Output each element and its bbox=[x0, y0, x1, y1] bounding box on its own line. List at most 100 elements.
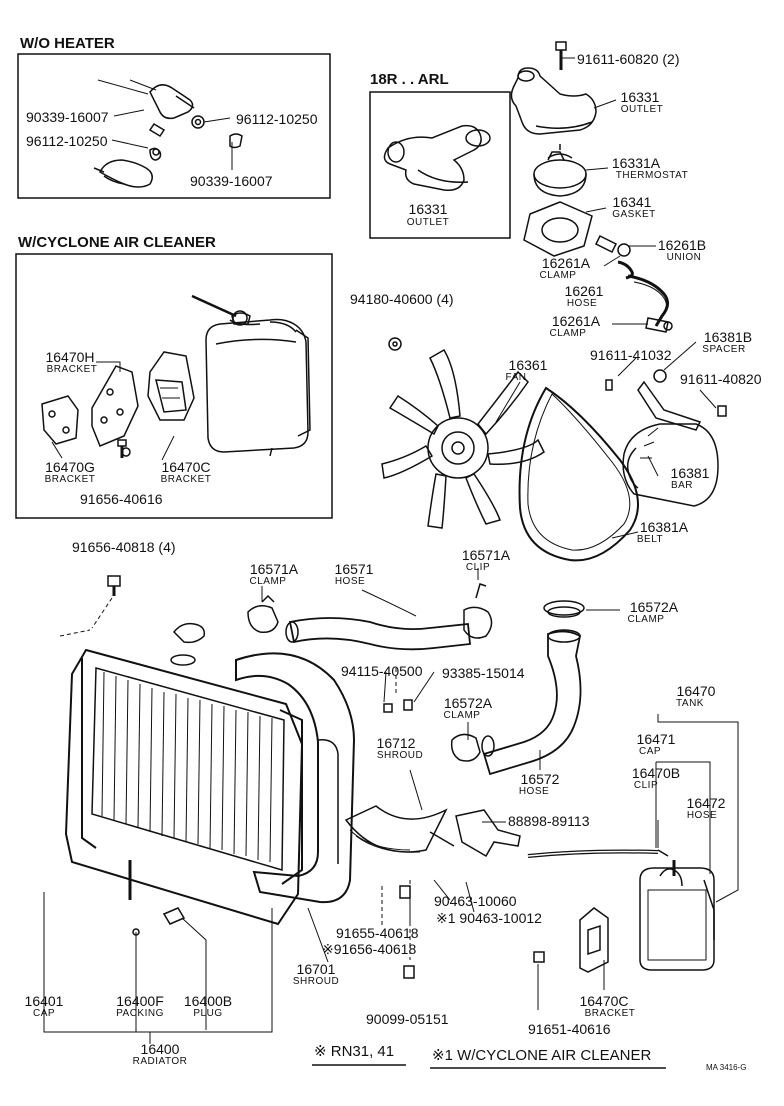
part-16400B-no: 16400B bbox=[183, 993, 233, 1009]
part-16400F-no: 16400F bbox=[116, 993, 164, 1009]
note-cyclone: ※1 W/CYCLONE AIR CLEANER bbox=[432, 1047, 652, 1064]
part-90463-b: ※1 90463-10012 bbox=[436, 910, 542, 926]
part-91611-60820: 91611-60820 (2) bbox=[577, 51, 680, 67]
part-16261A-bot-no: 16261A bbox=[551, 313, 601, 329]
part-91656-40618: ※91656-40618 bbox=[322, 941, 417, 957]
note-rn: ※ RN31, 41 bbox=[314, 1043, 395, 1060]
part-16381B-name: SPACER bbox=[702, 344, 746, 355]
part-90339-b: 90339-16007 bbox=[190, 173, 273, 189]
part-16381A-name: BELT bbox=[636, 534, 664, 545]
part-16471-name: CAP bbox=[638, 746, 662, 757]
part-16361-name: FAN bbox=[505, 372, 527, 383]
part-16381B-no: 16381B bbox=[703, 329, 753, 345]
part-16361-no: 16361 bbox=[508, 357, 548, 373]
part-16701-name: SHROUD bbox=[292, 976, 340, 987]
part-16400-name: RADIATOR bbox=[132, 1056, 188, 1067]
heading-cyclone: W/CYCLONE AIR CLEANER bbox=[18, 234, 216, 251]
part-16470H-no: 16470H bbox=[45, 349, 95, 365]
part-16472-no: 16472 bbox=[686, 795, 726, 811]
part-16341-no: 16341 bbox=[612, 194, 652, 210]
fan bbox=[381, 337, 545, 529]
part-16572A-top-no: 16572A bbox=[629, 599, 679, 615]
part-91656-40616: 91656-40616 bbox=[80, 491, 163, 507]
part-16381-no: 16381 bbox=[670, 465, 710, 481]
part-16470C-top-name: BRACKET bbox=[160, 474, 212, 485]
part-16261B-no: 16261B bbox=[657, 237, 707, 253]
part-16381A-no: 16381A bbox=[639, 519, 689, 535]
wo-heater-box bbox=[17, 53, 331, 199]
part-91611-40820: 91611-40820 bbox=[680, 371, 762, 387]
part-16712-no: 16712 bbox=[376, 735, 416, 751]
part-16261A-top-no: 16261A bbox=[541, 255, 591, 271]
part-16571-no: 16571 bbox=[334, 561, 374, 577]
heading-wo-heater: W/O HEATER bbox=[20, 35, 115, 52]
part-16331A-no: 16331A bbox=[611, 155, 661, 171]
shroud bbox=[235, 652, 448, 904]
part-16470G-name: BRACKET bbox=[44, 474, 96, 485]
part-90339-a: 90339-16007 bbox=[26, 109, 109, 125]
radiator bbox=[59, 622, 304, 936]
part-16571A-clip-no: 16571A bbox=[461, 547, 511, 563]
part-16331-name: OUTLET bbox=[620, 104, 664, 115]
wo-heater-parts bbox=[93, 79, 243, 188]
part-16572A-top-name: CLAMP bbox=[627, 614, 665, 625]
bar-alternator bbox=[605, 369, 727, 507]
part-16470C-top-no: 16470C bbox=[161, 459, 211, 475]
part-96112-b: 96112-10250 bbox=[26, 133, 108, 149]
part-94115: 94115-40500 bbox=[341, 663, 423, 679]
part-94180: 94180-40600 (4) bbox=[350, 291, 454, 307]
part-16470C-bot-no: 16470C bbox=[579, 993, 629, 1009]
part-16261-name: HOSE bbox=[566, 298, 598, 309]
arl-outlet bbox=[383, 124, 491, 192]
part-16712-name: SHROUD bbox=[376, 750, 424, 761]
part-16572-name: HOSE bbox=[518, 786, 550, 797]
heading-arl: 18R . . ARL bbox=[370, 71, 449, 88]
part-16261-no: 16261 bbox=[564, 283, 604, 299]
part-16331-arl-no: 16331 bbox=[408, 201, 448, 217]
cyclone-box bbox=[15, 253, 333, 519]
part-16261B-name: UNION bbox=[666, 252, 702, 263]
part-16400B-name: PLUG bbox=[193, 1008, 223, 1019]
belt bbox=[518, 386, 639, 562]
part-90099: 90099-05151 bbox=[366, 1011, 449, 1027]
part-16470H-name: BRACKET bbox=[46, 364, 98, 375]
part-91656-40818: 91656-40818 (4) bbox=[72, 539, 176, 555]
part-16470-name: TANK bbox=[676, 698, 704, 709]
arl-box bbox=[369, 91, 511, 239]
part-16331-arl-name: OUTLET bbox=[406, 217, 450, 228]
part-16470-no: 16470 bbox=[676, 683, 716, 699]
part-16341-name: GASKET bbox=[612, 209, 656, 220]
part-90463-a: 90463-10060 bbox=[434, 893, 517, 909]
lower-tank bbox=[533, 849, 715, 973]
thermostat-stack bbox=[510, 41, 673, 333]
part-91655: 91655-40618 bbox=[336, 925, 419, 941]
part-16471-no: 16471 bbox=[636, 731, 676, 747]
hoses-clamps bbox=[91, 575, 659, 979]
leader-lines bbox=[43, 57, 739, 1044]
part-93385: 93385-15014 bbox=[442, 665, 525, 681]
part-96112-a: 96112-10250 bbox=[236, 111, 318, 127]
part-16401-name: CAP bbox=[32, 1008, 56, 1019]
part-88898: 88898-89113 bbox=[508, 813, 590, 829]
part-16470C-bot-name: BRACKET bbox=[584, 1008, 636, 1019]
part-16571-name: HOSE bbox=[334, 576, 366, 587]
reference-code: MA 3416-G bbox=[706, 1063, 747, 1072]
part-16572A-mid-no: 16572A bbox=[443, 695, 493, 711]
part-16701-no: 16701 bbox=[296, 961, 336, 977]
part-16571A-clip-name: CLIP bbox=[465, 562, 491, 573]
part-16472-name: HOSE bbox=[686, 810, 718, 821]
part-16381-name: BAR bbox=[670, 480, 694, 491]
part-16470B-name: CLIP bbox=[633, 780, 659, 791]
part-16400-no: 16400 bbox=[140, 1041, 180, 1057]
cyclone-parts bbox=[41, 294, 311, 458]
part-91611-41032: 91611-41032 bbox=[590, 347, 672, 363]
part-16571A-clamp-name: CLAMP bbox=[249, 576, 287, 587]
part-16261A-top-name: CLAMP bbox=[539, 270, 577, 281]
part-16470B-no: 16470B bbox=[631, 765, 681, 781]
part-16331A-name: THERMOSTAT bbox=[615, 170, 689, 181]
part-16261A-bot-name: CLAMP bbox=[549, 328, 587, 339]
part-16331-no: 16331 bbox=[620, 89, 660, 105]
part-16401-no: 16401 bbox=[24, 993, 64, 1009]
part-16400F-name: PACKING bbox=[116, 1008, 164, 1019]
